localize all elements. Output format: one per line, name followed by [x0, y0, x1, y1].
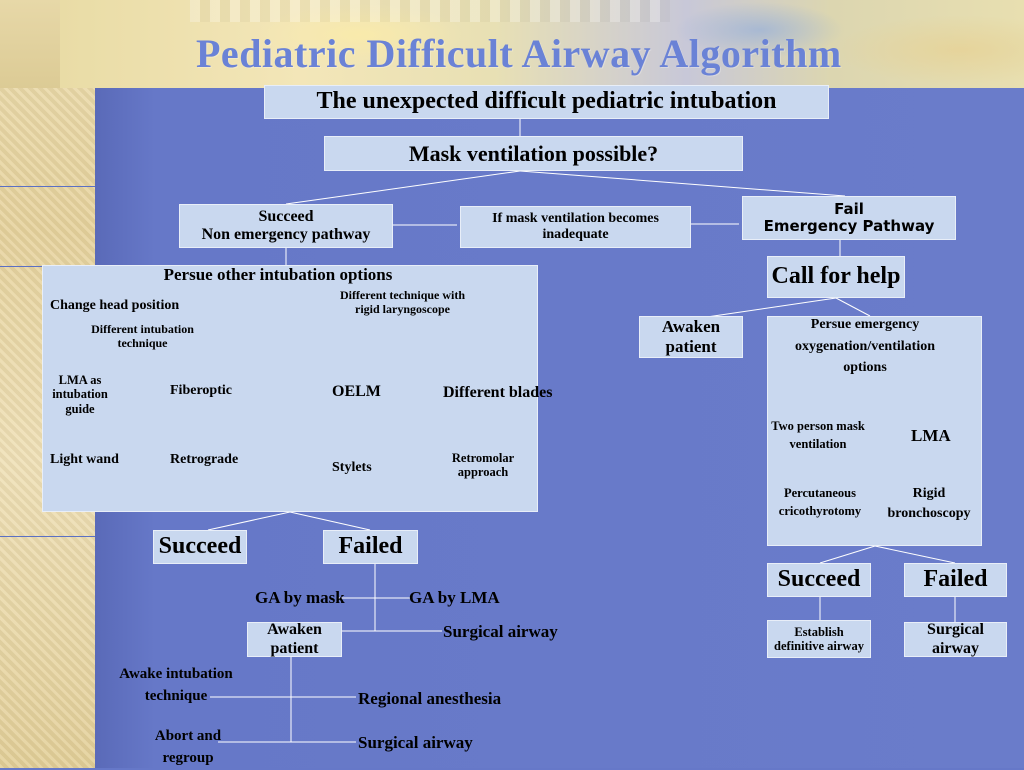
- light-wand: Light wand: [50, 452, 119, 468]
- options-title: Persue other intubation options: [42, 265, 514, 285]
- right-surgical-airway-box: Surgical airway: [904, 622, 1007, 657]
- stylets: Stylets: [332, 460, 372, 476]
- persue-emergency-options: Persue emergency oxygenation/ventilation…: [780, 314, 950, 379]
- awaken-patient-box: Awaken patient: [247, 622, 342, 657]
- different-intubation-technique: Different intubation technique: [80, 323, 205, 351]
- regional-anesthesia: Regional anesthesia: [358, 689, 501, 709]
- awaken-patient-label: Awaken patient: [248, 621, 341, 658]
- root-box: The unexpected difficult pediatric intub…: [264, 85, 829, 119]
- establish-airway-box: Establish definitive airway: [767, 620, 871, 658]
- root-label: The unexpected difficult pediatric intub…: [316, 88, 776, 116]
- oelm: OELM: [332, 383, 381, 401]
- decorative-corner: [0, 0, 60, 88]
- right-awaken-patient-box: Awaken patient: [639, 316, 743, 358]
- establish-airway-label: Establish definitive airway: [768, 625, 870, 654]
- ga-by-lma: GA by LMA: [409, 588, 500, 608]
- decorative-band: [190, 0, 670, 22]
- lma-intubation-guide: LMA as intubation guide: [48, 373, 112, 416]
- different-blades: Different blades: [443, 384, 552, 402]
- succeed-label: Succeed: [258, 208, 313, 226]
- awake-intubation-technique: Awake intubation technique: [116, 664, 236, 708]
- fail-emergency-box: Fail Emergency Pathway: [742, 196, 956, 240]
- inadequate-box: If mask ventilation becomes inadequate: [460, 206, 691, 248]
- retrograde: Retrograde: [170, 452, 238, 468]
- two-person-mask-ventilation: Two person mask ventilation: [766, 417, 870, 453]
- rigid-bronchoscopy: Rigid bronchoscopy: [884, 484, 974, 525]
- non-emergency-label: Non emergency pathway: [202, 226, 371, 244]
- right-awaken-patient-label: Awaken patient: [640, 317, 742, 356]
- left-failed-label: Failed: [339, 533, 403, 561]
- abort-and-regroup: Abort and regroup: [146, 726, 230, 770]
- surgical-airway-2: Surgical airway: [358, 733, 473, 753]
- retromolar-approach: Retromolar approach: [446, 451, 520, 480]
- call-for-help-label: Call for help: [772, 263, 901, 291]
- slide-title: Pediatric Difficult Airway Algorithm: [196, 30, 842, 77]
- fiberoptic: Fiberoptic: [170, 383, 232, 399]
- surgical-airway-1: Surgical airway: [443, 622, 558, 642]
- different-technique-rigid: Different technique with rigid laryngosc…: [330, 289, 475, 317]
- left-succeed-label: Succeed: [159, 533, 242, 561]
- right-succeed-label: Succeed: [778, 566, 861, 594]
- fail-label: Fail: [834, 201, 864, 218]
- change-head-position: Change head position: [50, 298, 179, 314]
- question-label: Mask ventilation possible?: [409, 141, 658, 166]
- left-succeed-box: Succeed: [153, 530, 247, 564]
- inadequate-label: If mask ventilation becomes inadequate: [461, 211, 690, 243]
- left-failed-box: Failed: [323, 530, 418, 564]
- call-for-help-box: Call for help: [767, 256, 905, 298]
- right-failed-box: Failed: [904, 563, 1007, 597]
- lma-option: LMA: [911, 426, 951, 446]
- emergency-pathway-label: Emergency Pathway: [764, 218, 935, 235]
- succeed-nonemergency-box: Succeed Non emergency pathway: [179, 204, 393, 248]
- right-succeed-box: Succeed: [767, 563, 871, 597]
- percutaneous-cricothyrotomy: Percutaneous cricothyrotomy: [772, 484, 868, 520]
- right-failed-label: Failed: [924, 566, 988, 594]
- ga-by-mask: GA by mask: [255, 588, 345, 608]
- question-box: Mask ventilation possible?: [324, 136, 743, 171]
- right-surgical-airway-label: Surgical airway: [905, 621, 1006, 658]
